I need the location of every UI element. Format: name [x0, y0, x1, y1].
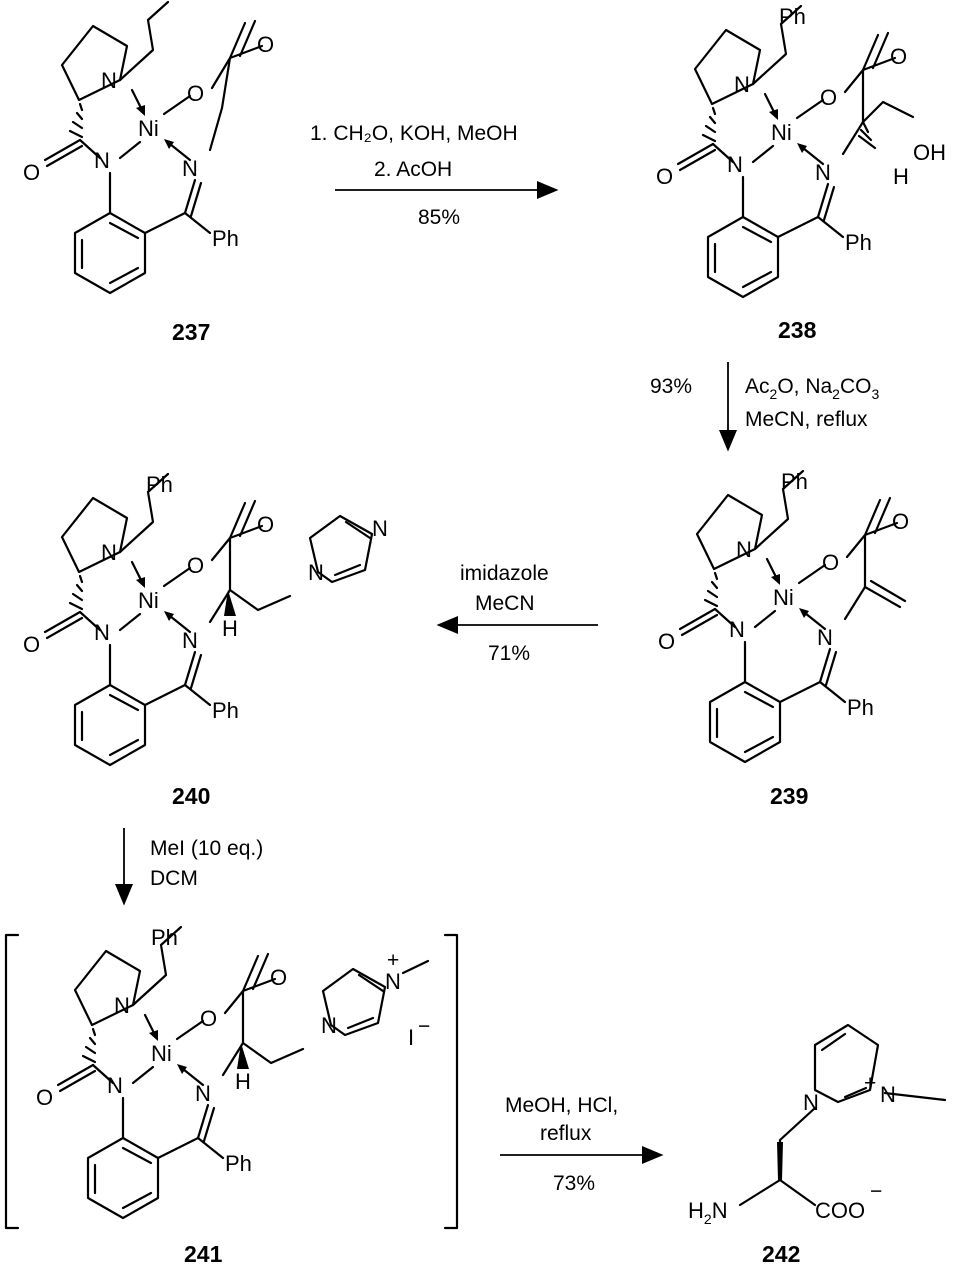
iodide-counterion: I	[408, 1025, 414, 1050]
reaction5-yield: 73%	[553, 1172, 595, 1195]
phenyl-label: Ph	[779, 4, 806, 29]
right-bracket	[443, 933, 459, 1230]
reaction2-reagents-line1: Ac2O, Na2CO3	[745, 375, 879, 402]
imine-nitrogen: N	[182, 156, 198, 181]
nickel-atom: Ni	[773, 585, 794, 610]
amine-nitrogen: N	[736, 537, 752, 562]
reaction4-reagents-line1: MeI (10 eq.)	[150, 837, 263, 860]
left-bracket	[4, 933, 20, 1230]
positive-charge: +	[387, 949, 399, 972]
phenyl-label: Ph	[146, 472, 173, 497]
amide-nitrogen: N	[727, 152, 743, 177]
reaction3-reagents-line2: MeCN	[475, 592, 535, 615]
compound-238-structure: Ph N Ni O O OH H O N N Ph	[656, 4, 946, 299]
carboxylate-oxygen: O	[200, 1006, 217, 1031]
reaction1-reagents-line1: 1. CH₂O, KOH, MeOH	[310, 122, 518, 145]
amide-oxygen: O	[656, 164, 673, 189]
amide-oxygen: O	[23, 632, 40, 657]
imidazole-nitrogen: N	[372, 516, 388, 541]
amine-nitrogen: N	[734, 72, 750, 97]
compound-label-238: 238	[778, 317, 817, 343]
reaction1-reagents-line2: 2. AcOH	[374, 158, 452, 181]
carbonyl-oxygen: O	[892, 509, 909, 534]
negative-charge: −	[870, 1180, 882, 1203]
carbonyl-oxygen: O	[257, 32, 274, 57]
compound-241-structure: Ph N Ni O O H N N + I − O N N Ph	[36, 925, 430, 1220]
reaction3-yield: 71%	[488, 642, 530, 665]
phenyl-label: Ph	[151, 925, 178, 950]
positive-charge: +	[864, 1072, 876, 1095]
amino-group: H2N	[688, 1198, 728, 1227]
amide-oxygen: O	[36, 1085, 53, 1110]
phenyl-label: Ph	[781, 469, 808, 494]
phenyl-label: Ph	[847, 695, 874, 720]
reaction1-yield: 85%	[418, 206, 460, 229]
hydrogen-atom: H	[222, 616, 238, 641]
imidazolium-nitrogen: N	[321, 1013, 337, 1038]
compound-label-240: 240	[172, 783, 210, 809]
carboxylate-oxygen: O	[187, 553, 204, 578]
amide-nitrogen: N	[107, 1073, 123, 1098]
carbonyl-oxygen: O	[257, 512, 274, 537]
carbonyl-oxygen: O	[270, 965, 287, 990]
amide-nitrogen: N	[94, 148, 110, 173]
carboxylate-oxygen: O	[187, 81, 204, 106]
imidazolium-nitrogen: N	[803, 1090, 819, 1115]
imine-nitrogen: N	[195, 1081, 211, 1106]
reaction4-reagents-line2: DCM	[150, 867, 198, 890]
reaction5-reagents-line1: MeOH, HCl,	[505, 1094, 618, 1117]
compound-label-237: 237	[172, 319, 210, 345]
reaction2-yield: 93%	[650, 375, 692, 398]
compound-label-239: 239	[770, 783, 808, 809]
carbonyl-oxygen: O	[890, 44, 907, 69]
reaction5-reagents-line2: reflux	[540, 1122, 592, 1145]
hydrogen-atom: H	[235, 1069, 251, 1094]
imidazolium-nitrogen: N	[880, 1082, 896, 1107]
nickel-atom: Ni	[771, 120, 792, 145]
imine-nitrogen: N	[817, 625, 833, 650]
imine-nitrogen: N	[182, 628, 198, 653]
amide-nitrogen: N	[729, 617, 745, 642]
carboxylate-oxygen: O	[820, 85, 837, 110]
phenyl-label: Ph	[212, 226, 239, 251]
hydroxyl-group: OH	[913, 140, 946, 165]
nickel-atom: Ni	[151, 1041, 172, 1066]
imine-nitrogen: N	[815, 160, 831, 185]
reaction2-reagents-line2: MeCN, reflux	[745, 408, 868, 431]
amine-nitrogen: N	[101, 540, 117, 565]
reaction3-reagents-line1: imidazole	[460, 562, 549, 585]
compound-237-structure: Ph N Ni O O O N N Ph	[23, 0, 274, 295]
compound-label-241: 241	[184, 1241, 223, 1267]
phenyl-label: Ph	[225, 1151, 252, 1176]
carboxylate-group: COO	[815, 1198, 865, 1223]
nickel-atom: Ni	[138, 588, 159, 613]
compound-label-242: 242	[762, 1241, 800, 1267]
nickel-atom: Ni	[138, 116, 159, 141]
compound-239-structure: Ph N Ni O O O N N Ph	[658, 469, 909, 764]
compound-242-structure: N N + H2N COO −	[688, 1023, 947, 1227]
amine-nitrogen: N	[101, 68, 117, 93]
compound-240-structure: Ph N Ni O O H N N O N N Ph	[23, 472, 388, 767]
imidazolium-nitrogen: N	[385, 969, 401, 994]
amide-nitrogen: N	[94, 620, 110, 645]
amide-oxygen: O	[658, 629, 675, 654]
imidazole-nitrogen: N	[308, 560, 324, 585]
carboxylate-oxygen: O	[822, 550, 839, 575]
negative-charge: −	[418, 1015, 430, 1038]
phenyl-label: Ph	[845, 230, 872, 255]
amide-oxygen: O	[23, 160, 40, 185]
hydrogen-atom: H	[893, 164, 909, 189]
phenyl-label: Ph	[212, 698, 239, 723]
amine-nitrogen: N	[114, 993, 130, 1018]
